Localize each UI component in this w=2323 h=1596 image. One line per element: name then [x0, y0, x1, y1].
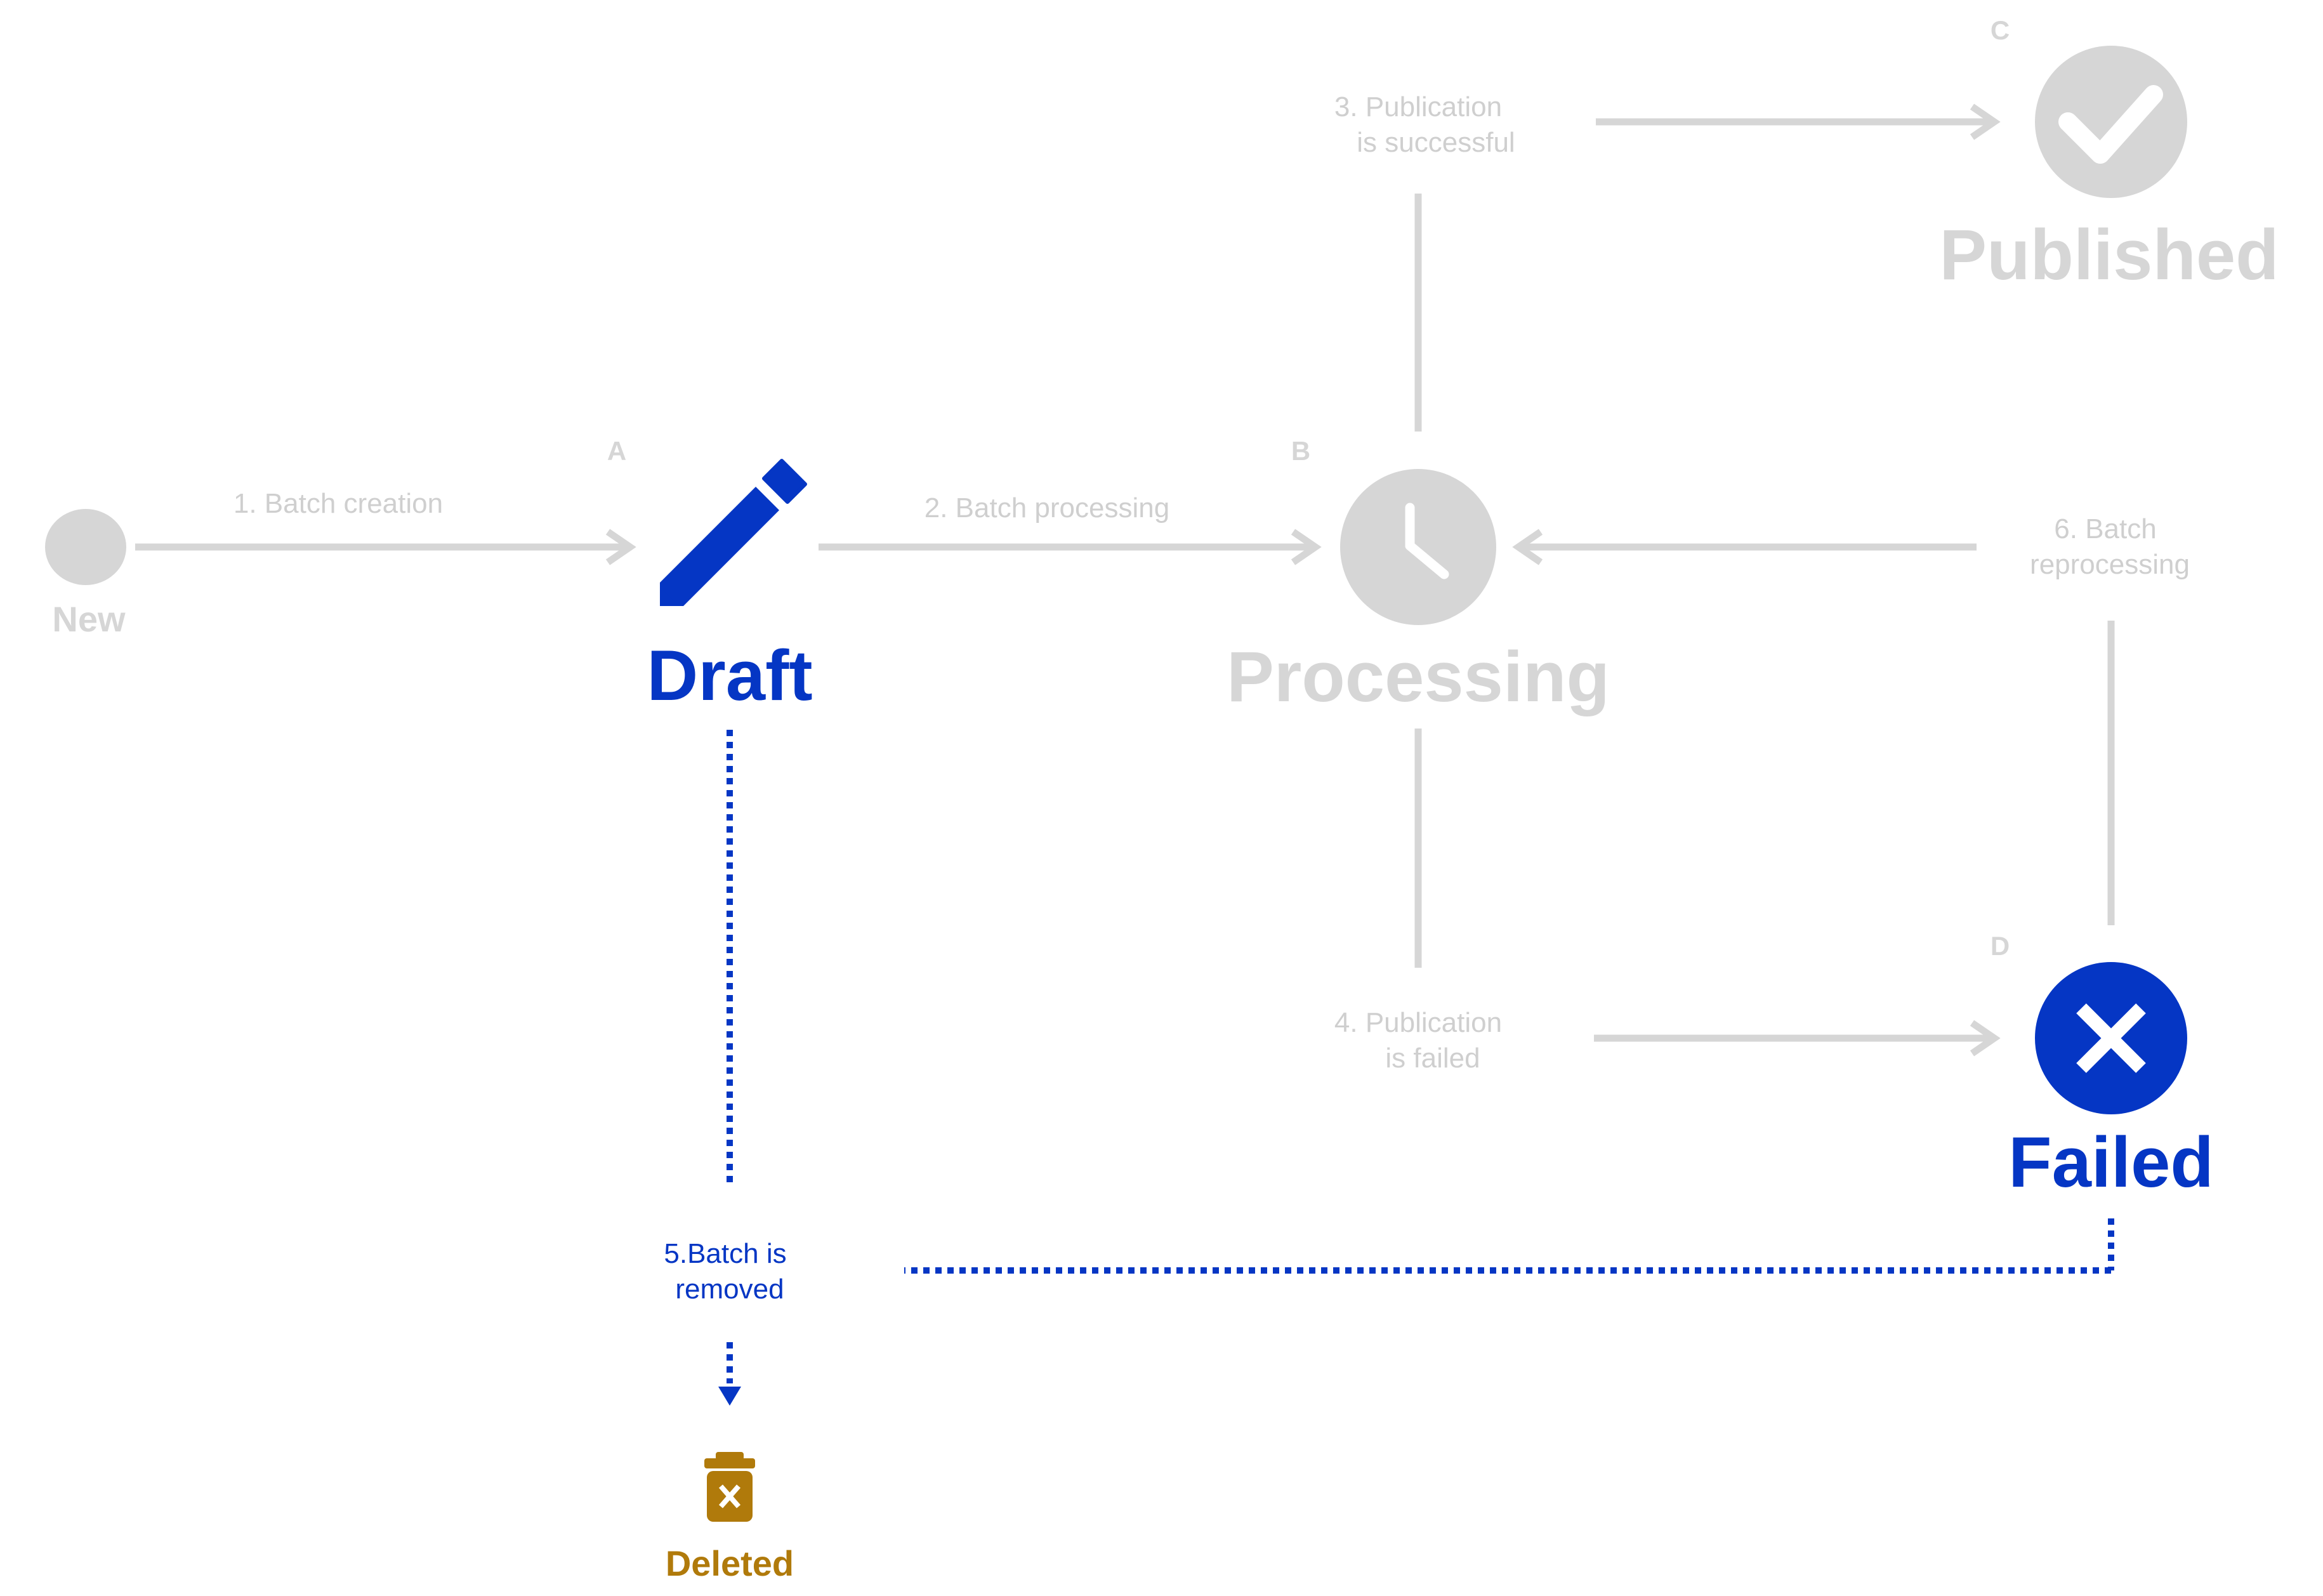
transition-5-line2: removed: [675, 1274, 784, 1305]
new-dot-icon: [45, 509, 126, 585]
transition-3-line1: 3. Publication: [1334, 91, 1502, 122]
connector-draft-to-deleted: [718, 730, 741, 1406]
published-letter: C: [1991, 15, 2010, 45]
clock-icon: [1340, 469, 1496, 625]
transition-3-line2: is successful: [1357, 127, 1515, 158]
transition-label-4: 4. Publication is failed: [1334, 1007, 1502, 1074]
transition-6-line2: reprocessing: [2030, 549, 2190, 580]
failed-letter: D: [1991, 931, 2010, 961]
transition-label-1: 1. Batch creation: [234, 488, 443, 519]
state-new[interactable]: New: [45, 509, 126, 639]
deleted-label: Deleted: [666, 1543, 794, 1583]
transition-label-5: 5.Batch is removed: [664, 1238, 786, 1305]
published-label: Published: [1939, 215, 2279, 294]
connector-processing-to-published: [1414, 103, 2001, 432]
state-failed[interactable]: D Failed: [1991, 931, 2214, 1202]
connector-draft-to-processing: [819, 529, 1322, 565]
transition-5-line1: 5.Batch is: [664, 1238, 786, 1269]
transition-label-2: 2. Batch processing: [925, 492, 1169, 524]
connector-processing-to-failed: [1414, 729, 2001, 1057]
new-label: New: [52, 599, 126, 639]
connector-failed-to-processing: [1512, 529, 2115, 925]
transition-label-6: 6. Batch reprocessing: [2030, 513, 2190, 580]
processing-label: Processing: [1227, 637, 1610, 716]
transition-4-line2: is failed: [1385, 1043, 1480, 1074]
state-draft[interactable]: A Draft: [607, 436, 813, 715]
processing-letter: B: [1291, 436, 1310, 466]
state-published[interactable]: C Published: [1939, 15, 2279, 294]
checkmark-icon: [2035, 46, 2187, 198]
transition-6-line1: 6. Batch: [2054, 513, 2156, 544]
state-deleted[interactable]: Deleted: [666, 1452, 794, 1583]
transition-4-line1: 4. Publication: [1334, 1007, 1502, 1038]
pencil-icon: [660, 459, 807, 606]
close-icon: [2035, 962, 2187, 1114]
connector-new-to-draft: [135, 529, 636, 565]
connector-failed-to-removed: [904, 1218, 2114, 1274]
transition-2-line1: 2. Batch processing: [925, 492, 1169, 524]
transition-1-line1: 1. Batch creation: [234, 488, 443, 519]
transition-label-3: 3. Publication is successful: [1334, 91, 1515, 158]
draft-label: Draft: [647, 636, 812, 715]
trash-icon: [704, 1452, 755, 1522]
state-processing[interactable]: B Processing: [1227, 436, 1610, 716]
draft-letter: A: [607, 436, 626, 466]
failed-label: Failed: [2008, 1123, 2214, 1202]
